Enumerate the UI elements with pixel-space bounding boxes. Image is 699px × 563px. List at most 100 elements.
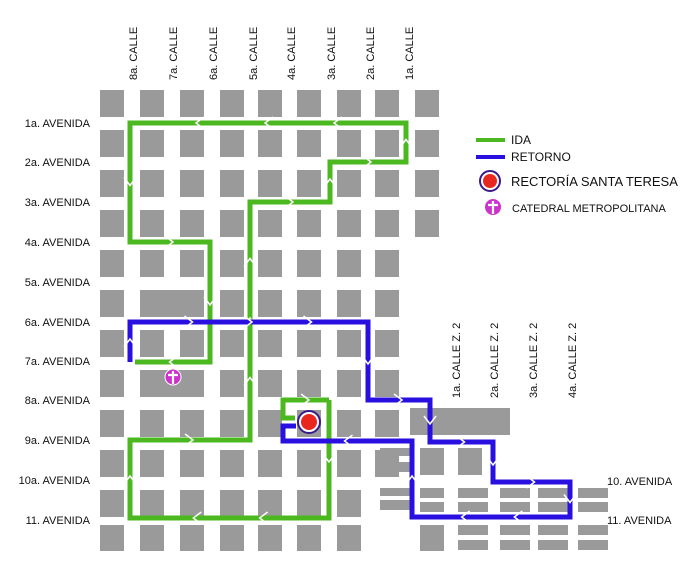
ida-route-start bbox=[280, 397, 329, 421]
city-block bbox=[100, 370, 124, 397]
city-block bbox=[420, 448, 444, 475]
city-block bbox=[410, 408, 510, 435]
avenida-label: 2a. AVENIDA bbox=[25, 157, 91, 169]
avenida-label: 5a. AVENIDA bbox=[25, 277, 91, 289]
city-block bbox=[297, 130, 321, 157]
legend-rectoria: RECTORÍA SANTA TERESA bbox=[511, 174, 678, 189]
city-block bbox=[100, 450, 124, 477]
city-block bbox=[140, 170, 164, 197]
avenida-label: 10a. AVENIDA bbox=[19, 475, 91, 487]
direction-arrow-icon bbox=[322, 453, 336, 464]
city-block bbox=[337, 290, 361, 317]
ida-route bbox=[127, 120, 409, 521]
city-block bbox=[140, 330, 164, 357]
city-block bbox=[500, 502, 530, 512]
city-block bbox=[140, 525, 164, 551]
city-block bbox=[538, 502, 568, 512]
city-block bbox=[538, 525, 568, 535]
direction-arrow-icon bbox=[184, 433, 195, 447]
city-blocks bbox=[100, 90, 608, 551]
direction-arrow-icon bbox=[243, 315, 254, 329]
calle-label: 8a. CALLE bbox=[128, 27, 140, 80]
legend-ida: IDA bbox=[511, 133, 531, 147]
city-block bbox=[100, 90, 124, 117]
avenida-zona2-label: 10. AVENIDA bbox=[607, 476, 673, 488]
calle-label: 2a. CALLE bbox=[365, 27, 377, 80]
city-block bbox=[180, 525, 204, 551]
city-block bbox=[180, 250, 204, 277]
calle-label: 4a. CALLE bbox=[286, 27, 298, 80]
city-block bbox=[578, 525, 608, 535]
city-block bbox=[220, 330, 244, 357]
city-block bbox=[337, 170, 361, 197]
city-block bbox=[258, 330, 282, 357]
city-block bbox=[258, 210, 282, 237]
direction-arrow-icon bbox=[300, 393, 311, 407]
direction-arrow-icon bbox=[303, 315, 313, 329]
direction-arrow-icon bbox=[399, 138, 413, 148]
city-block bbox=[375, 370, 399, 397]
city-block bbox=[180, 330, 204, 357]
city-block bbox=[220, 210, 244, 237]
direction-arrow-icon bbox=[123, 474, 137, 485]
retorno-route bbox=[127, 319, 573, 520]
calle-label: 7a. CALLE bbox=[168, 27, 180, 80]
direction-arrow-icon bbox=[405, 474, 419, 485]
rectoria-marker[interactable] bbox=[297, 410, 321, 434]
city-block bbox=[297, 250, 321, 277]
avenida-label: 1a. AVENIDA bbox=[25, 118, 91, 130]
legend-catedral: CATEDRAL METROPOLITANA bbox=[512, 203, 666, 215]
direction-arrow-icon bbox=[168, 355, 178, 369]
city-block bbox=[140, 130, 164, 157]
city-block bbox=[420, 488, 444, 498]
direction-arrow-icon bbox=[361, 355, 375, 366]
calle-zona2-label: 3a. CALLE Z. 2 bbox=[528, 323, 540, 398]
city-block bbox=[180, 170, 204, 197]
city-block bbox=[180, 410, 204, 437]
direction-arrow-icon bbox=[332, 116, 343, 130]
direction-arrow-icon bbox=[284, 195, 295, 209]
city-block bbox=[258, 370, 282, 397]
avenida-label: 8a. AVENIDA bbox=[25, 395, 91, 407]
calle-label: 5a. CALLE bbox=[248, 27, 260, 80]
city-block bbox=[458, 525, 488, 535]
city-block bbox=[258, 250, 282, 277]
city-block bbox=[380, 448, 410, 456]
direction-arrow-icon bbox=[123, 177, 137, 187]
direction-arrow-icon bbox=[184, 315, 194, 329]
city-block bbox=[297, 450, 321, 477]
city-block bbox=[140, 250, 164, 277]
calle-zona2-label: 1a. CALLE Z. 2 bbox=[451, 323, 463, 398]
direction-arrow-icon bbox=[362, 155, 373, 169]
direction-arrow-icon bbox=[456, 435, 466, 449]
avenida-label: 4a. AVENIDA bbox=[25, 237, 91, 249]
city-block bbox=[258, 170, 282, 197]
rectoria-legend-icon bbox=[479, 170, 501, 192]
calle-zona2-label: 4a. CALLE Z. 2 bbox=[567, 323, 579, 398]
avenida-label: 3a. AVENIDA bbox=[25, 197, 91, 209]
city-block bbox=[380, 500, 410, 510]
direction-arrow-icon bbox=[243, 376, 257, 386]
city-block bbox=[220, 450, 244, 477]
city-block bbox=[380, 488, 410, 496]
direction-arrow-icon bbox=[393, 393, 404, 407]
city-block bbox=[337, 525, 361, 551]
direction-arrow-icon bbox=[323, 177, 337, 188]
city-block bbox=[375, 250, 399, 277]
city-block bbox=[500, 525, 530, 535]
city-block bbox=[578, 540, 608, 550]
city-block bbox=[337, 250, 361, 277]
city-block bbox=[100, 210, 124, 237]
catedral-marker[interactable] bbox=[164, 368, 182, 386]
city-block bbox=[297, 90, 321, 117]
city-block bbox=[415, 170, 439, 197]
direction-arrow-icon bbox=[243, 257, 257, 267]
city-block bbox=[375, 290, 399, 317]
direction-arrow-icon bbox=[486, 456, 500, 467]
routes bbox=[123, 116, 577, 525]
city-block bbox=[500, 540, 530, 550]
direction-arrow-icon bbox=[263, 116, 274, 130]
city-block bbox=[100, 330, 124, 357]
city-block bbox=[100, 490, 124, 517]
